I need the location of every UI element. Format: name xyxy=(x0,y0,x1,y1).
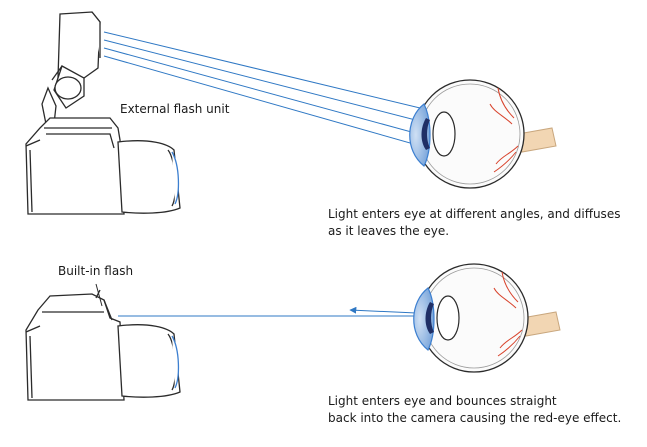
incoming-ray-1 xyxy=(103,31,471,121)
incoming-ray-3 xyxy=(103,47,471,149)
top-camera-with-external-flash xyxy=(25,11,181,215)
incoming-ray-2 xyxy=(103,39,471,135)
iris xyxy=(421,118,430,150)
bottom-camera-built-in-flash xyxy=(25,283,181,401)
bottom-caption-line-2: back into the camera causing the red-eye… xyxy=(328,411,622,425)
built-in-flash-pointer xyxy=(95,283,103,307)
external-flash-unit-icon xyxy=(41,11,101,125)
external-flash-label: External flash unit xyxy=(120,102,230,116)
blood-vessels xyxy=(489,87,519,173)
eyeball xyxy=(415,79,525,189)
eyeball xyxy=(419,263,529,373)
top-caption-line-2: as it leaves the eye. xyxy=(328,224,450,238)
bottom-caption-line-1: Light enters eye and bounces straight xyxy=(328,394,557,408)
bottom-camera-body-icon xyxy=(25,289,181,401)
top-light-rays xyxy=(103,31,519,161)
top-eye-cross-section xyxy=(409,79,557,189)
built-in-flash-label: Built-in flash xyxy=(58,264,134,278)
incoming-ray-4 xyxy=(103,55,471,161)
iris xyxy=(425,302,434,334)
lens xyxy=(432,111,456,157)
top-caption-line-1: Light enters eye at different angles, an… xyxy=(328,207,621,221)
lens xyxy=(436,295,460,341)
bottom-eye-cross-section xyxy=(413,263,561,373)
top-camera-body-icon xyxy=(25,117,181,215)
blood-vessels xyxy=(493,271,523,357)
